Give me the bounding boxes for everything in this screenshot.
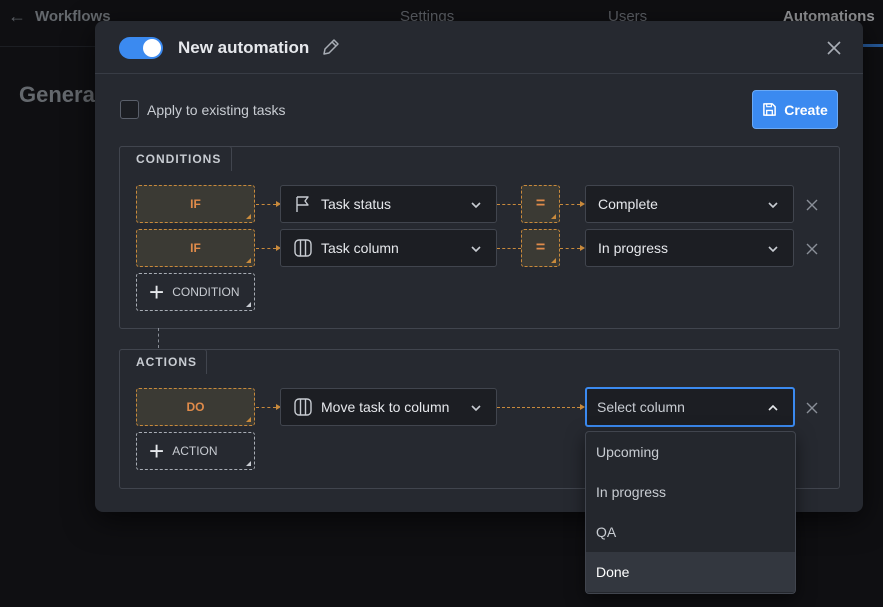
columns-icon <box>293 397 313 417</box>
resize-corner-icon <box>246 461 251 466</box>
actions-label: ACTIONS <box>119 349 207 374</box>
condition-field-select-1[interactable]: Task status <box>280 185 497 223</box>
plus-icon: + <box>149 436 165 466</box>
do-keyword-text: DO <box>186 400 205 414</box>
columns-icon <box>293 238 313 258</box>
if-keyword-text: IF <box>190 241 201 255</box>
connector-arrow-icon <box>276 245 281 251</box>
condition-value-select-2[interactable]: In progress <box>585 229 794 267</box>
resize-corner-icon <box>551 258 556 263</box>
operator-equals-1[interactable]: = <box>521 185 560 223</box>
chevron-down-icon <box>767 242 779 258</box>
option-done[interactable]: Done <box>586 552 795 592</box>
flag-icon <box>293 194 313 214</box>
option-qa[interactable]: QA <box>596 524 617 540</box>
plus-icon: + <box>149 277 165 307</box>
if-keyword-2[interactable]: IF <box>136 229 255 267</box>
conditions-label: CONDITIONS <box>119 146 232 171</box>
action-type-value: Move task to column <box>321 399 450 415</box>
option-upcoming[interactable]: Upcoming <box>596 444 660 460</box>
resize-corner-icon <box>246 214 251 219</box>
workflows-title: Workflows <box>35 8 111 25</box>
back-arrow-icon[interactable]: ← <box>8 6 26 26</box>
operator-equals-2[interactable]: = <box>521 229 560 267</box>
condition-field-select-2[interactable]: Task column <box>280 229 497 267</box>
connector-line <box>497 204 521 205</box>
section-heading: General <box>19 82 101 107</box>
resize-corner-icon <box>551 214 556 219</box>
connector-arrow-icon <box>580 245 585 251</box>
resize-corner-icon <box>246 417 251 422</box>
connector-arrow-icon <box>276 404 281 410</box>
condition-field-value: Task status <box>321 196 392 212</box>
actions-section: ACTIONS DO Move task to column Select co… <box>119 349 840 489</box>
condition-value-select-1[interactable]: Complete <box>585 185 794 223</box>
tab-automations[interactable]: Automations <box>783 8 875 25</box>
connector-line <box>256 248 276 249</box>
conditions-section: CONDITIONS IF Task status = Complete IF … <box>119 146 840 329</box>
connector-line <box>497 248 521 249</box>
modal-title: New automation <box>178 38 310 57</box>
condition-field-value: Task column <box>321 240 399 256</box>
automation-enabled-toggle[interactable] <box>119 37 163 59</box>
action-type-select[interactable]: Move task to column <box>280 388 497 426</box>
resize-corner-icon <box>246 258 251 263</box>
connector-line <box>256 407 276 408</box>
select-column-placeholder: Select column <box>597 399 685 415</box>
connector-line <box>560 248 580 249</box>
remove-condition-icon[interactable] <box>806 242 818 260</box>
create-button[interactable]: Create <box>752 90 838 129</box>
if-keyword-text: IF <box>190 197 201 211</box>
do-keyword[interactable]: DO <box>136 388 255 426</box>
operator-text: = <box>535 239 546 256</box>
chevron-up-icon <box>767 401 779 417</box>
connector-line <box>256 204 276 205</box>
tab-users[interactable]: Users <box>608 8 648 25</box>
toggle-knob <box>143 39 161 57</box>
apply-existing-label: Apply to existing tasks <box>147 102 286 118</box>
if-keyword-1[interactable]: IF <box>136 185 255 223</box>
chevron-down-icon <box>767 198 779 214</box>
remove-condition-icon[interactable] <box>806 198 818 216</box>
section-connector-line <box>158 328 159 348</box>
apply-existing-checkbox[interactable] <box>120 100 139 119</box>
resize-corner-icon <box>246 302 251 307</box>
add-condition-button[interactable]: + CONDITION <box>136 273 255 311</box>
new-automation-modal: New automation Apply to existing tasks C… <box>95 21 863 512</box>
remove-action-icon[interactable] <box>806 401 818 419</box>
operator-text: = <box>535 195 546 212</box>
connector-arrow-icon <box>276 201 281 207</box>
create-button-label: Create <box>784 101 828 118</box>
chevron-down-icon <box>470 401 482 417</box>
connector-arrow-icon <box>580 404 585 410</box>
add-condition-label: CONDITION <box>172 285 240 299</box>
select-column-dropdown[interactable]: Select column <box>585 387 795 427</box>
connector-line <box>560 204 580 205</box>
pencil-icon[interactable] <box>321 37 341 62</box>
condition-value: In progress <box>598 240 669 256</box>
chevron-down-icon <box>470 198 482 214</box>
condition-value: Complete <box>598 196 658 212</box>
chevron-down-icon <box>470 242 482 258</box>
option-in-progress[interactable]: In progress <box>596 484 667 500</box>
connector-arrow-icon <box>580 201 585 207</box>
column-options-menu: Upcoming In progress QA Done <box>585 431 796 594</box>
connector-line <box>497 407 580 408</box>
close-icon[interactable] <box>826 40 842 61</box>
save-icon <box>763 103 777 116</box>
tab-settings[interactable]: Settings <box>400 8 455 25</box>
add-action-button[interactable]: + ACTION <box>136 432 255 470</box>
add-action-label: ACTION <box>172 444 218 458</box>
modal-header: New automation <box>95 21 863 74</box>
